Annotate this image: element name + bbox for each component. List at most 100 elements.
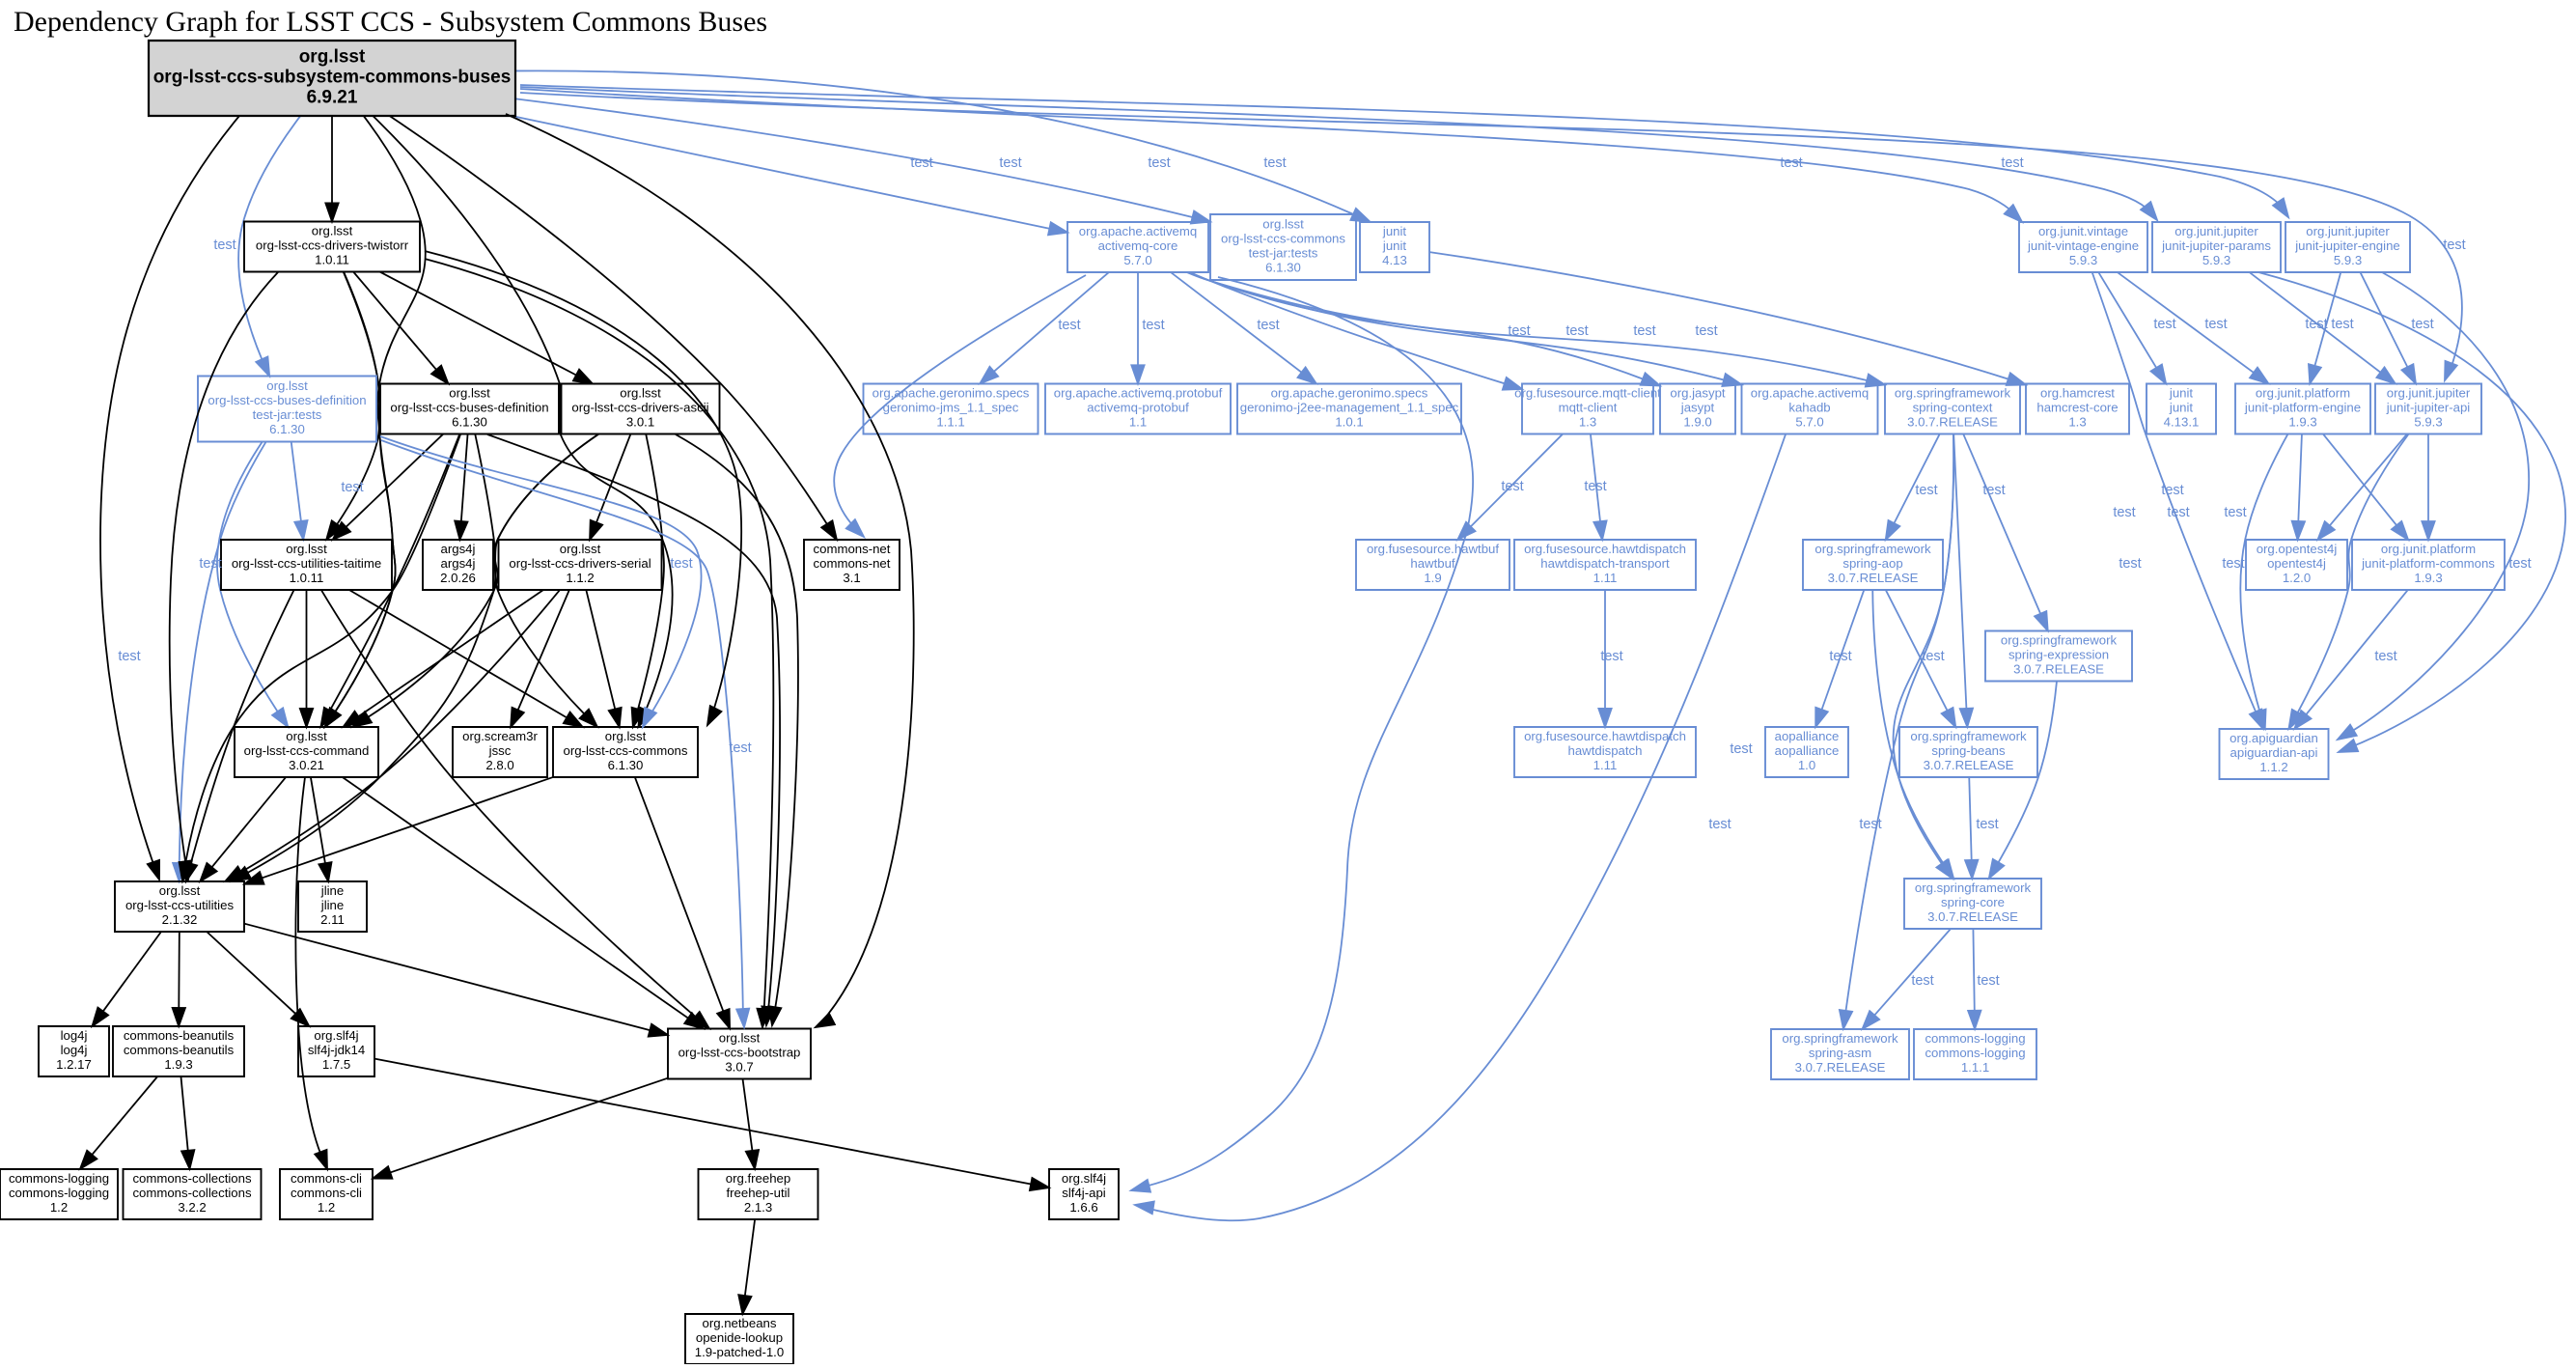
svg-text:org.lsst: org.lsst (620, 386, 661, 401)
svg-text:3.0.7.RELEASE: 3.0.7.RELEASE (1927, 909, 2018, 924)
svg-text:args4j: args4j (441, 542, 476, 556)
svg-text:openide-lookup: openide-lookup (696, 1330, 783, 1345)
svg-text:test: test (1058, 318, 1080, 333)
svg-text:1.9: 1.9 (1424, 571, 1441, 585)
svg-text:test: test (1982, 483, 2005, 498)
svg-text:org-lsst-ccs-commons: org-lsst-ccs-commons (564, 743, 688, 758)
svg-text:commons-logging: commons-logging (1925, 1031, 2025, 1046)
svg-text:1.2.17: 1.2.17 (56, 1057, 92, 1072)
svg-text:jline: jline (320, 898, 344, 912)
svg-text:org-lsst-ccs-buses-definition: org-lsst-ccs-buses-definition (208, 393, 366, 407)
svg-text:hamcrest-core: hamcrest-core (2036, 401, 2118, 415)
svg-text:org.lsst: org.lsst (159, 883, 201, 898)
svg-text:org-lsst-ccs-command: org-lsst-ccs-command (244, 743, 370, 758)
svg-text:kahadb: kahadb (1788, 401, 1830, 415)
svg-text:commons-beanutils: commons-beanutils (124, 1043, 235, 1057)
svg-text:org.springframework: org.springframework (1814, 542, 1931, 556)
svg-text:5.7.0: 5.7.0 (1795, 415, 1823, 430)
svg-text:org.lsst: org.lsst (605, 729, 647, 743)
svg-text:org.opentest4j: org.opentest4j (2257, 542, 2338, 556)
svg-text:args4j: args4j (441, 556, 476, 571)
svg-text:junit: junit (2169, 386, 2194, 401)
svg-text:org-lsst-ccs-utilities-taitime: org-lsst-ccs-utilities-taitime (232, 556, 381, 571)
svg-text:test: test (2224, 505, 2246, 520)
svg-text:test: test (213, 237, 235, 253)
svg-text:test: test (2508, 556, 2531, 572)
svg-text:test: test (1257, 318, 1279, 333)
svg-text:test: test (1976, 817, 1998, 832)
svg-text:geronimo-j2ee-management_1.1_s: geronimo-j2ee-management_1.1_spec (1240, 401, 1459, 415)
svg-text:jline: jline (320, 883, 344, 898)
svg-text:1.7.5: 1.7.5 (322, 1057, 350, 1072)
svg-text:org.slf4j: org.slf4j (1062, 1171, 1106, 1186)
svg-text:3.1: 3.1 (843, 571, 860, 585)
svg-text:aopalliance: aopalliance (1775, 743, 1840, 758)
svg-text:org.junit.jupiter: org.junit.jupiter (2306, 224, 2390, 238)
svg-text:org.lsst: org.lsst (312, 224, 353, 238)
svg-text:1.1.2: 1.1.2 (2259, 760, 2287, 774)
svg-text:test: test (1263, 155, 1286, 171)
svg-text:2.1.32: 2.1.32 (162, 912, 198, 927)
svg-text:test: test (1922, 649, 1944, 664)
svg-text:3.0.7: 3.0.7 (725, 1060, 753, 1075)
svg-text:4.13.1: 4.13.1 (2164, 415, 2200, 430)
svg-text:test: test (2331, 317, 2353, 332)
svg-text:1.0.11: 1.0.11 (290, 571, 324, 585)
svg-text:apiguardian-api: apiguardian-api (2230, 745, 2318, 760)
svg-text:org.springframework: org.springframework (1782, 1031, 1898, 1046)
svg-text:org.junit.jupiter: org.junit.jupiter (2387, 386, 2471, 401)
svg-text:5.9.3: 5.9.3 (2414, 415, 2442, 430)
svg-text:1.9.0: 1.9.0 (1683, 415, 1711, 430)
svg-text:2.8.0: 2.8.0 (485, 758, 513, 772)
svg-text:Dependency Graph for LSST CCS: Dependency Graph for LSST CCS - Subsyste… (14, 6, 767, 38)
svg-text:3.0.7.RELEASE: 3.0.7.RELEASE (1907, 415, 1998, 430)
svg-text:test: test (729, 740, 751, 756)
svg-text:test: test (999, 155, 1021, 171)
svg-text:6.1.30: 6.1.30 (269, 422, 305, 436)
svg-text:5.9.3: 5.9.3 (2334, 253, 2362, 267)
svg-text:org.fusesource.hawtbuf: org.fusesource.hawtbuf (1367, 542, 1499, 556)
svg-text:aopalliance: aopalliance (1775, 729, 1840, 743)
svg-text:org.jasypt: org.jasypt (1670, 386, 1726, 401)
svg-text:test: test (1708, 817, 1731, 832)
svg-text:spring-context: spring-context (1913, 401, 1993, 415)
svg-text:mqtt-client: mqtt-client (1559, 401, 1618, 415)
svg-text:1.9-patched-1.0: 1.9-patched-1.0 (695, 1345, 784, 1359)
svg-text:2.1.3: 2.1.3 (744, 1200, 772, 1215)
svg-text:3.0.7.RELEASE: 3.0.7.RELEASE (1924, 758, 2014, 772)
svg-text:org.apache.geronimo.specs: org.apache.geronimo.specs (1271, 386, 1428, 401)
svg-text:test: test (2204, 317, 2227, 332)
svg-text:3.0.7.RELEASE: 3.0.7.RELEASE (1795, 1060, 1886, 1075)
svg-text:1.9.3: 1.9.3 (164, 1057, 192, 1072)
svg-text:test: test (1501, 479, 1523, 494)
svg-text:test-jar:tests: test-jar:tests (1249, 246, 1318, 261)
svg-text:spring-aop: spring-aop (1842, 556, 1902, 571)
svg-text:1.11: 1.11 (1593, 758, 1618, 772)
svg-text:6.1.30: 6.1.30 (452, 415, 487, 430)
svg-text:org.fusesource.hawtdispatch: org.fusesource.hawtdispatch (1524, 729, 1686, 743)
svg-text:org.apache.activemq.protobuf: org.apache.activemq.protobuf (1054, 386, 1223, 401)
svg-text:test: test (1584, 479, 1606, 494)
svg-text:test: test (1695, 323, 1717, 339)
svg-text:org.lsst: org.lsst (560, 542, 601, 556)
svg-text:org.junit.platform: org.junit.platform (2381, 542, 2476, 556)
svg-text:commons-collections: commons-collections (132, 1171, 252, 1186)
svg-text:org.lsst: org.lsst (449, 386, 490, 401)
svg-text:slf4j-jdk14: slf4j-jdk14 (308, 1043, 365, 1057)
svg-text:test: test (1977, 973, 1999, 989)
svg-text:6.1.30: 6.1.30 (1265, 261, 1301, 275)
svg-text:org-lsst-ccs-drivers-serial: org-lsst-ccs-drivers-serial (509, 556, 651, 571)
svg-text:1.1.1: 1.1.1 (936, 415, 964, 430)
svg-text:test: test (2222, 556, 2244, 572)
svg-text:org.fusesource.mqtt-client: org.fusesource.mqtt-client (1514, 386, 1661, 401)
svg-text:test: test (2305, 317, 2327, 332)
svg-text:5.9.3: 5.9.3 (2069, 253, 2097, 267)
svg-text:org.scream3r: org.scream3r (462, 729, 538, 743)
svg-text:test: test (1859, 817, 1881, 832)
svg-text:org.springframework: org.springframework (1910, 729, 2027, 743)
svg-text:test: test (1915, 483, 1937, 498)
svg-text:1.9.3: 1.9.3 (2288, 415, 2316, 430)
svg-text:1.1: 1.1 (1129, 415, 1147, 430)
svg-text:org-lsst-ccs-utilities: org-lsst-ccs-utilities (125, 898, 235, 912)
svg-text:jssc: jssc (488, 743, 512, 758)
